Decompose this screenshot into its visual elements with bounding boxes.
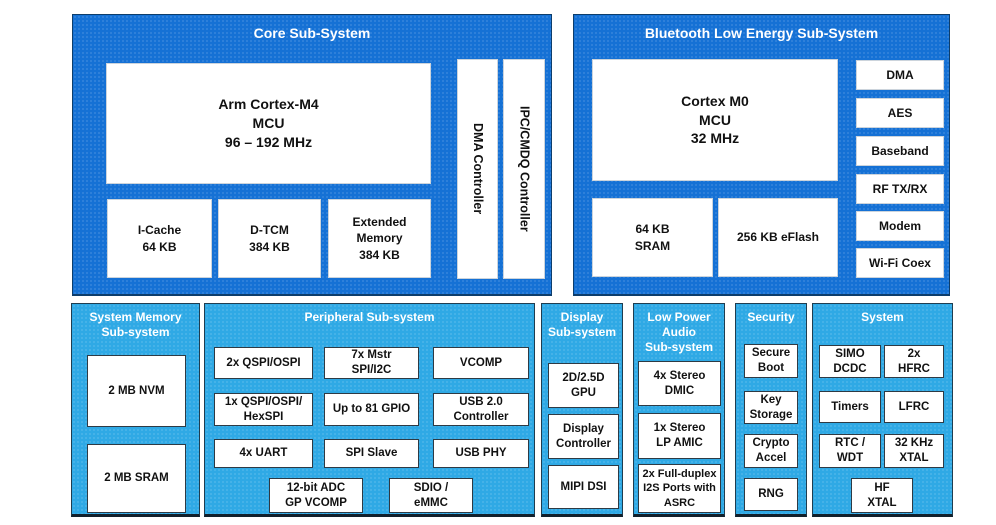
block-ble-sram: 64 KB SRAM <box>592 198 713 277</box>
block-ble-modem: Modem <box>856 211 944 241</box>
block-gpio: Up to 81 GPIO <box>324 393 419 426</box>
block-ble-baseband: Baseband <box>856 136 944 166</box>
block-secure-boot: Secure Boot <box>744 344 798 378</box>
audio-title: Low Power Audio Sub-system <box>644 310 714 354</box>
system-group: System SIMO DCDC 2x HFRC Timers LFRC RTC… <box>812 303 953 517</box>
block-nvm: 2 MB NVM <box>87 355 186 427</box>
peripheral-group: Peripheral Sub-system 2x QSPI/OSPI 7x Ms… <box>204 303 535 517</box>
block-ble-aes: AES <box>856 98 944 128</box>
block-usb-controller: USB 2.0 Controller <box>433 393 529 426</box>
block-gpu: 2D/2.5D GPU <box>548 363 619 408</box>
ble-subsystem-title: Bluetooth Low Energy Sub-System <box>644 25 879 41</box>
block-ble-eflash: 256 KB eFlash <box>718 198 838 277</box>
block-rng: RNG <box>744 478 798 511</box>
block-mipi-dsi: MIPI DSI <box>548 465 619 509</box>
block-dtcm: D-TCM 384 KB <box>218 199 321 278</box>
block-extended-memory: Extended Memory 384 KB <box>328 199 431 278</box>
block-32khz-xtal: 32 KHz XTAL <box>884 434 944 468</box>
block-vcomp: VCOMP <box>433 347 529 379</box>
block-ble-dma: DMA <box>856 60 944 90</box>
core-subsystem-group: Core Sub-System Arm Cortex-M4 MCU 96 – 1… <box>72 14 552 296</box>
block-ble-rf-txrx: RF TX/RX <box>856 174 944 204</box>
block-simo-dcdc: SIMO DCDC <box>819 345 881 378</box>
block-ipc-cmdq-controller: IPC/CMDQ Controller <box>503 59 545 279</box>
block-key-storage: Key Storage <box>744 391 798 424</box>
block-sdio-emmc: SDIO / eMMC <box>389 478 473 513</box>
system-title: System <box>861 310 904 324</box>
block-icache: I-Cache 64 KB <box>107 199 212 278</box>
block-arm-cortex-m4: Arm Cortex-M4 MCU 96 – 192 MHz <box>106 63 431 184</box>
block-hfrc: 2x HFRC <box>884 345 944 378</box>
block-i2s: 2x Full-duplex I2S Ports with ASRC <box>638 464 721 513</box>
system-memory-title: System Memory Sub-system <box>89 310 182 339</box>
block-adc-gp-vcomp: 12-bit ADC GP VCOMP <box>269 478 363 513</box>
block-amic: 1x Stereo LP AMIC <box>638 413 721 459</box>
block-cortex-m0: Cortex M0 MCU 32 MHz <box>592 59 838 181</box>
block-mstr-spi-i2c: 7x Mstr SPI/I2C <box>324 347 419 379</box>
block-hf-xtal: HF XTAL <box>851 478 913 513</box>
security-group: Security Secure Boot Key Storage Crypto … <box>735 303 807 517</box>
display-group: Display Sub-system 2D/2.5D GPU Display C… <box>541 303 623 517</box>
system-memory-group: System Memory Sub-system 2 MB NVM 2 MB S… <box>71 303 200 517</box>
block-spi-slave: SPI Slave <box>324 439 419 468</box>
block-display-controller: Display Controller <box>548 414 619 459</box>
audio-group: Low Power Audio Sub-system 4x Stereo DMI… <box>633 303 725 517</box>
block-dmic: 4x Stereo DMIC <box>638 361 721 406</box>
block-dma-controller: DMA Controller <box>457 59 498 279</box>
block-timers: Timers <box>819 391 881 423</box>
block-sram: 2 MB SRAM <box>87 444 186 513</box>
block-hexspi: 1x QSPI/OSPI/ HexSPI <box>214 393 313 426</box>
block-rtc-wdt: RTC / WDT <box>819 434 881 468</box>
block-ble-wifi-coex: Wi-Fi Coex <box>856 248 944 278</box>
display-title: Display Sub-system <box>547 310 617 339</box>
peripheral-title: Peripheral Sub-system <box>304 310 435 324</box>
block-qspi-ospi: 2x QSPI/OSPI <box>214 347 313 379</box>
block-usb-phy: USB PHY <box>433 439 529 468</box>
ble-subsystem-group: Bluetooth Low Energy Sub-System Cortex M… <box>573 14 950 296</box>
block-crypto-accel: Crypto Accel <box>744 434 798 468</box>
security-title: Security <box>747 310 795 324</box>
block-lfrc: LFRC <box>884 391 944 423</box>
block-uart: 4x UART <box>214 439 313 468</box>
core-subsystem-title: Core Sub-System <box>253 25 371 41</box>
